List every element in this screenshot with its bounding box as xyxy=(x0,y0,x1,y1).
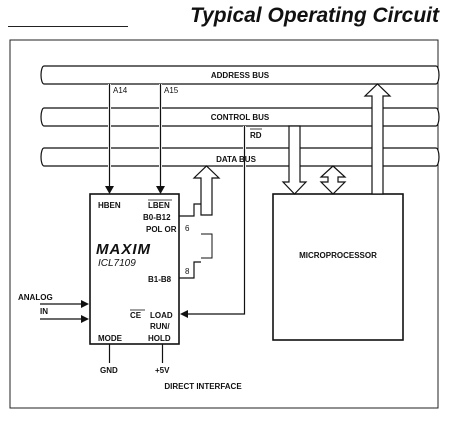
data-bidirectional-arrow xyxy=(319,165,347,195)
diagram-caption: DIRECT INTERFACE xyxy=(164,382,242,391)
gnd-label: GND xyxy=(100,366,118,375)
title-rule xyxy=(8,26,128,27)
page-title-area: Typical Operating Circuit xyxy=(0,2,445,32)
address-bus-label: ADDRESS BUS xyxy=(211,71,270,80)
diagram-frame xyxy=(9,39,439,409)
microprocessor-block: MICROPROCESSOR xyxy=(272,193,404,341)
run-pin: RUN/ xyxy=(150,322,170,331)
b0-b12-wire xyxy=(179,203,201,217)
in-label: IN xyxy=(40,307,48,316)
rd-label: RD xyxy=(250,131,262,140)
lben-pin: LBEN xyxy=(148,201,170,210)
control-bus-label: CONTROL BUS xyxy=(211,113,270,122)
b1-b8-wire xyxy=(179,261,201,279)
rd-line xyxy=(188,126,246,315)
data-out-arrow xyxy=(192,165,221,216)
icl7109-chip: HBEN LBEN B0-B12 POL OR MAXIM ICL7109 B1… xyxy=(89,193,180,345)
b1-b8-pin: B1-B8 xyxy=(148,275,172,284)
a15-label: A15 xyxy=(164,86,179,95)
pol-or-loop xyxy=(201,233,213,259)
analog-lo-arrow xyxy=(81,315,89,323)
pin-8-label: 8 xyxy=(185,267,190,276)
cpu-to-address-arrow xyxy=(363,83,392,195)
ce-pin: CE xyxy=(130,311,142,320)
rd-arrow xyxy=(180,310,188,318)
a14-label: A14 xyxy=(113,86,128,95)
b0-b12-pin: B0-B12 xyxy=(143,213,171,222)
address-bus: ADDRESS BUS xyxy=(40,65,440,85)
analog-hi-arrow xyxy=(81,300,89,308)
a15-arrow xyxy=(156,186,165,194)
page-title: Typical Operating Circuit xyxy=(190,4,439,27)
data-bus-label: DATA BUS xyxy=(216,155,257,164)
pin-6-label: 6 xyxy=(185,224,190,233)
mode-pin: MODE xyxy=(98,334,123,343)
control-bus: CONTROL BUS xyxy=(40,107,440,127)
plus5v-label: +5V xyxy=(155,366,170,375)
hben-pin: HBEN xyxy=(98,201,121,210)
load-pin: LOAD xyxy=(150,311,173,320)
part-number: ICL7109 xyxy=(98,258,136,269)
control-to-cpu-arrow xyxy=(281,125,308,195)
maxim-logo: MAXIM xyxy=(96,241,151,258)
microprocessor-label: MICROPROCESSOR xyxy=(299,251,377,260)
hold-pin: HOLD xyxy=(148,334,171,343)
data-bus: DATA BUS xyxy=(40,147,440,167)
analog-label: ANALOG xyxy=(18,293,53,302)
a14-arrow xyxy=(105,186,114,194)
pol-or-pin: POL OR xyxy=(146,225,177,234)
